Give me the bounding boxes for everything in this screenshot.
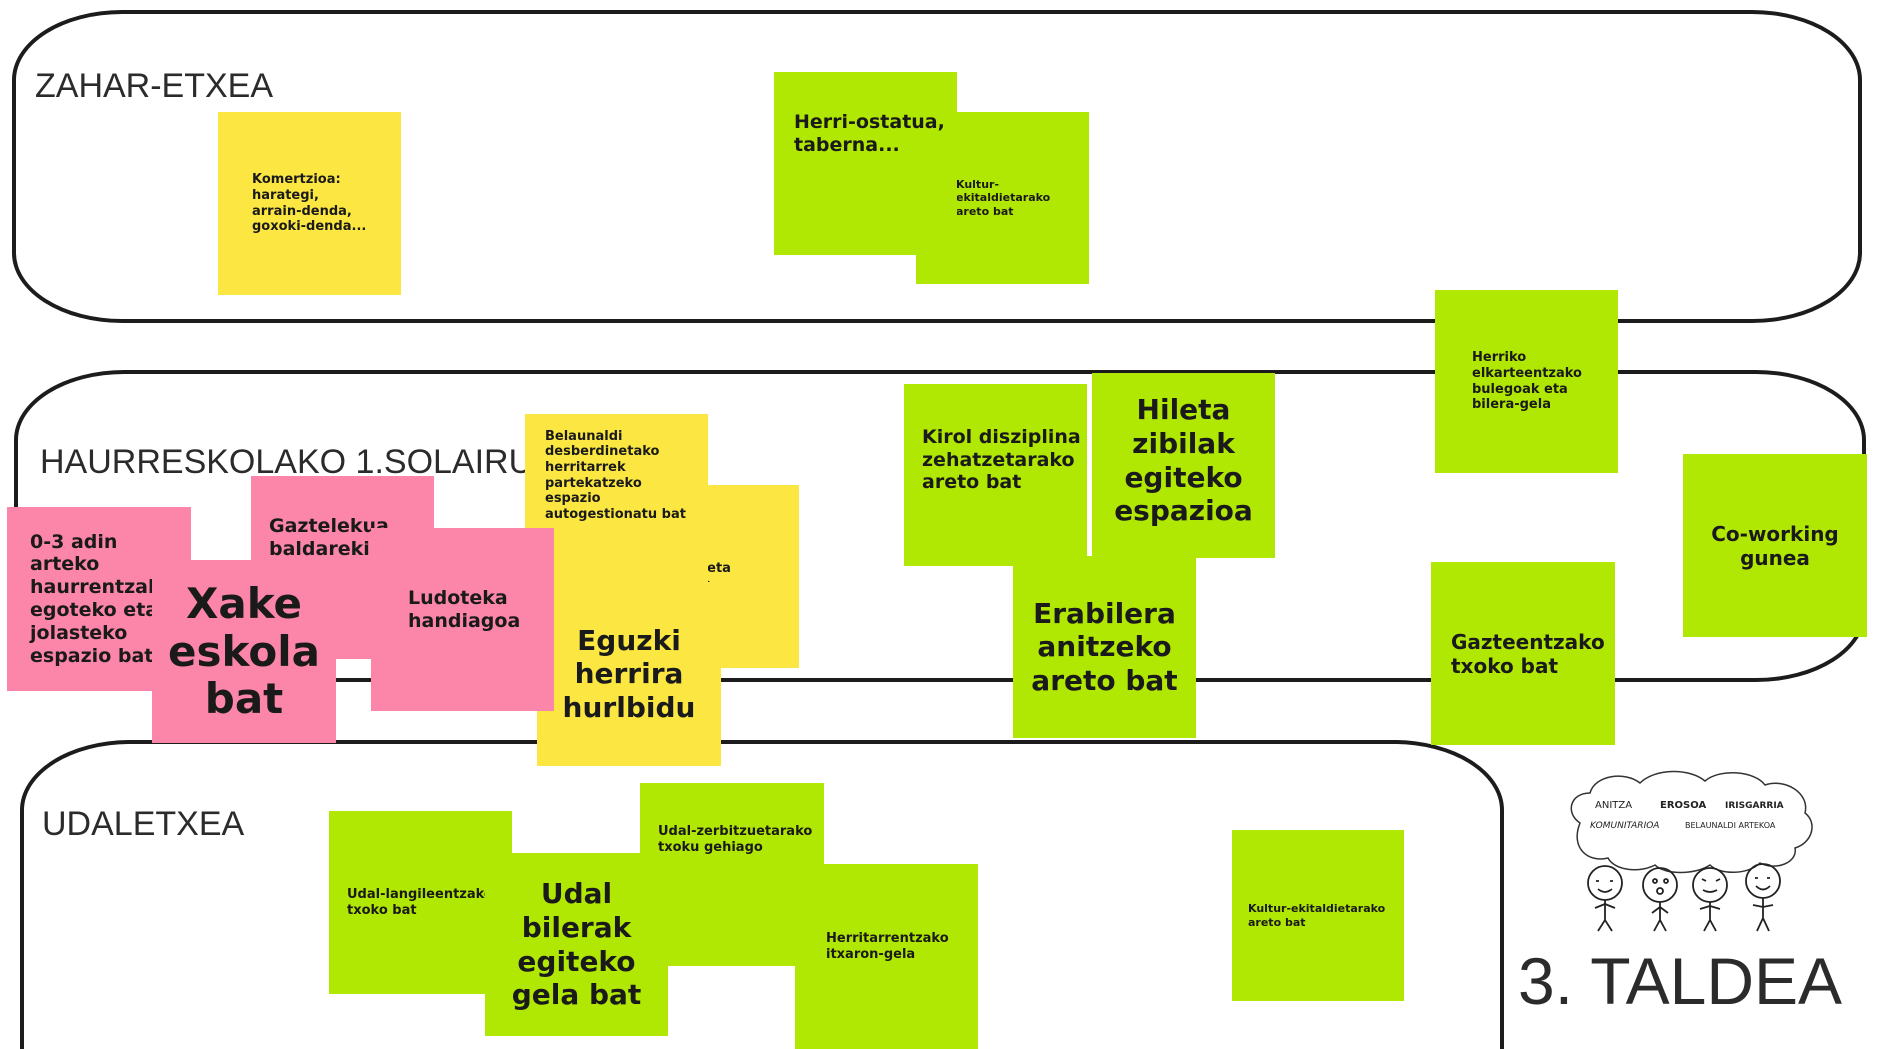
- logo-word: EROSOA: [1660, 800, 1706, 811]
- sticky-note-belaunaldi[interactable]: Belaunaldi desberdinetako herritarrek pa…: [525, 414, 708, 597]
- logo-word: ANITZA: [1595, 800, 1632, 811]
- sticky-note-kultur-bottom[interactable]: Kultur-ekitaldietarako areto bat: [1232, 830, 1404, 1001]
- cloud-outline: [1570, 770, 1813, 874]
- sticky-note-text: Komertzioa: harategi, arrain-denda, goxo…: [252, 172, 367, 235]
- zone-udaletxea: [20, 740, 1504, 1049]
- team-logo: ANITZA EROSOA IRISGARRIA KOMUNITARIOA BE…: [1570, 770, 1813, 932]
- sticky-note-text: Kultur-ekitaldietarako areto bat: [956, 178, 1051, 218]
- sticky-note-eguzki[interactable]: Eguzki herrira hurlbidu: [537, 582, 721, 766]
- sticky-note-text: Gazteentzako txoko bat: [1451, 629, 1605, 678]
- sticky-note-text: Erabilera anitzeko areto bat: [1031, 596, 1178, 697]
- sticky-note-xake[interactable]: Xake eskola bat: [152, 560, 336, 743]
- sticky-note-text: Ludoteka handiagoa: [408, 586, 521, 632]
- sticky-note-erabilera[interactable]: Erabilera anitzeko areto bat: [1013, 556, 1196, 738]
- sticky-note-text: Eguzki herrira hurlbidu: [562, 623, 696, 724]
- zone-label-zahar-etxea: ZAHAR-ETXEA: [35, 67, 274, 105]
- zone-zahar-etxea: [12, 10, 1862, 323]
- sticky-note-text: Gaztelekua baldarekin: [269, 514, 389, 560]
- sticky-note-text: Herri-ostatua, taberna...: [794, 110, 945, 156]
- sticky-note-text: Belaunaldi desberdinetako herritarrek pa…: [545, 428, 686, 522]
- sticky-note-herri-ostatua[interactable]: Herri-ostatua, taberna...: [774, 72, 957, 255]
- sticky-note-text: Herritarrentzako itxaron-gela: [826, 930, 949, 962]
- sticky-note-herriko-elkarteentzako[interactable]: Herriko elkarteentzako bulegoak eta bile…: [1435, 290, 1618, 473]
- sticky-note-hileta[interactable]: Hileta zibilak egiteko espazioa: [1092, 373, 1275, 558]
- sticky-note-komertzioa[interactable]: Komertzioa: harategi, arrain-denda, goxo…: [218, 112, 401, 295]
- sticky-note-text: Kirol disziplina zehatzetarako areto bat: [922, 425, 1081, 494]
- sticky-note-text: Co-working gunea: [1711, 521, 1839, 570]
- sticky-note-text: Xake eskola bat: [168, 579, 320, 724]
- sticky-note-udal-bilerak[interactable]: Udal bilerak egiteko gela bat: [485, 853, 668, 1036]
- sticky-note-text: Udal-zerbitzuetarako txoku gehiago: [658, 823, 813, 855]
- group-title: 3. TALDEA: [1518, 944, 1843, 1018]
- sticky-note-text: Udal bilerak egiteko gela bat: [511, 877, 642, 1012]
- zone-label-haurreskola: HAURRESKOLAKO 1.SOLAIRUA: [40, 443, 556, 481]
- sticky-note-herritarrentzako[interactable]: Herritarrentzako itxaron-gela: [795, 864, 978, 1049]
- sticky-note-text: Kultur-ekitaldietarako areto bat: [1248, 902, 1386, 929]
- logo-word: BELAUNALDI ARTEKOA: [1685, 821, 1776, 830]
- sticky-note-udal-zerbitzuetarako[interactable]: Udal-zerbitzuetarako txoku gehiago: [640, 783, 824, 966]
- sticky-note-text: 0-3 adin arteko haurrentzako egoteko eta…: [30, 530, 174, 667]
- sticky-note-coworking[interactable]: Co-working gunea: [1683, 454, 1867, 637]
- sticky-note-ludoteka[interactable]: Ludoteka handiagoa: [371, 528, 554, 711]
- sticky-note-text: Udal-langileentzako txoko bat: [347, 886, 493, 918]
- zone-label-udaletxea: UDALETXEA: [42, 805, 245, 843]
- sticky-note-kirol[interactable]: Kirol disziplina zehatzetarako areto bat: [904, 384, 1087, 566]
- sticky-note-text: Herriko elkarteentzako bulegoak eta bile…: [1472, 350, 1582, 413]
- sticky-note-udal-langileentzako[interactable]: Udal-langileentzako txoko bat: [329, 811, 512, 994]
- logo-word: KOMUNITARIOA: [1590, 821, 1659, 831]
- sticky-note-gazteentzako[interactable]: Gazteentzako txoko bat: [1431, 562, 1615, 745]
- stick-figures-icon: [1587, 863, 1781, 932]
- logo-word: IRISGARRIA: [1725, 801, 1784, 811]
- sticky-note-text: Hileta zibilak egiteko espazioa: [1114, 393, 1253, 528]
